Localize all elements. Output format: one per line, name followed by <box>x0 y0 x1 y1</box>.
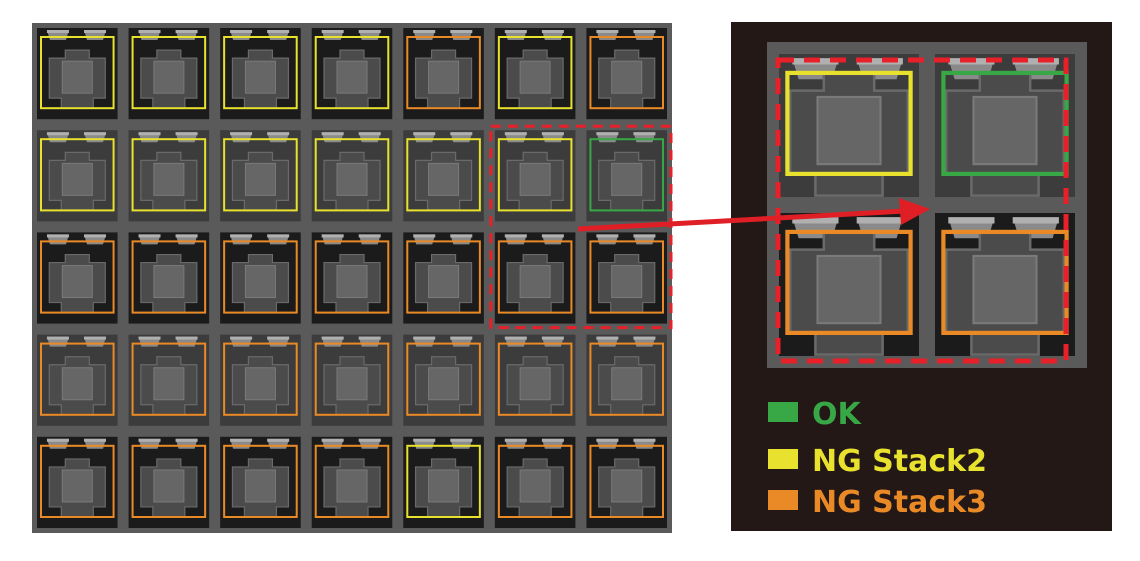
grid-cell-r3-c1 <box>37 232 118 324</box>
grid-cell-r4-c2 <box>128 334 210 426</box>
grid-cell-r5-c7 <box>586 436 667 528</box>
grid-cell-r2-c3 <box>220 130 301 222</box>
grid-cell-r3-c5 <box>403 232 484 324</box>
zoom-arrow <box>577 198 930 232</box>
grid-cell-r5-c2 <box>128 436 210 528</box>
legend: OK NG Stack2 NG Stack3 <box>768 397 987 520</box>
grid-cell-r4-c4 <box>311 334 393 426</box>
grid-cell-r1-c6 <box>494 28 576 120</box>
grid-cell-r3-c7 <box>586 232 667 324</box>
grid-cell-r2-c5 <box>403 130 484 222</box>
legend-label-ng-stack2: NG Stack2 <box>812 444 987 479</box>
legend-swatch-ng-stack2 <box>768 449 798 469</box>
grid-cell-r2-c1 <box>37 130 118 222</box>
grid-cell-r5-c4 <box>311 436 393 528</box>
legend-swatch-ok <box>768 402 798 422</box>
grid-cell-r4-c7 <box>586 334 667 426</box>
grid-cell-r1-c7 <box>586 28 667 120</box>
grid-cell-r2-c4 <box>311 130 393 222</box>
legend-label-ok: OK <box>812 397 863 432</box>
grid-highlight-box <box>489 124 673 330</box>
legend-label-ng-stack3: NG Stack3 <box>812 485 987 520</box>
zoom-panel <box>731 22 1112 531</box>
grid-cell-r5-c5 <box>403 436 484 528</box>
grid-cell-r5-c1 <box>37 436 118 528</box>
grid-cell-r1-c3 <box>220 28 301 120</box>
grid-cell-r1-c1 <box>37 28 118 120</box>
grid-cell-r3-c4 <box>311 232 393 324</box>
zoom-cell-r2-c2 <box>935 213 1075 356</box>
grid-cell-r1-c2 <box>128 28 210 120</box>
grid-cell-r3-c2 <box>128 232 210 324</box>
zoom-highlight-box <box>775 57 1069 364</box>
grid-cell-r5-c3 <box>220 436 301 528</box>
legend-swatch-ng-stack3 <box>768 490 798 510</box>
grid-cell-r1-c4 <box>311 28 393 120</box>
grid-cell-r4-c1 <box>37 334 118 426</box>
connector-grid <box>32 23 673 533</box>
grid-cell-r1-c5 <box>403 28 484 120</box>
grid-cell-r2-c2 <box>128 130 210 222</box>
zoom-cell-r1-c1 <box>779 54 919 197</box>
grid-cell-r2-c6 <box>494 130 576 222</box>
grid-cell-r2-c7 <box>586 130 667 222</box>
zoom-cell-r1-c2 <box>935 54 1075 197</box>
zoom-cell-r2-c1 <box>779 213 919 356</box>
grid-cell-r5-c6 <box>494 436 576 528</box>
grid-cell-r4-c5 <box>403 334 484 426</box>
grid-cell-r4-c3 <box>220 334 301 426</box>
grid-cell-r4-c6 <box>494 334 576 426</box>
grid-cell-r3-c3 <box>220 232 301 324</box>
grid-cell-r3-c6 <box>494 232 576 324</box>
